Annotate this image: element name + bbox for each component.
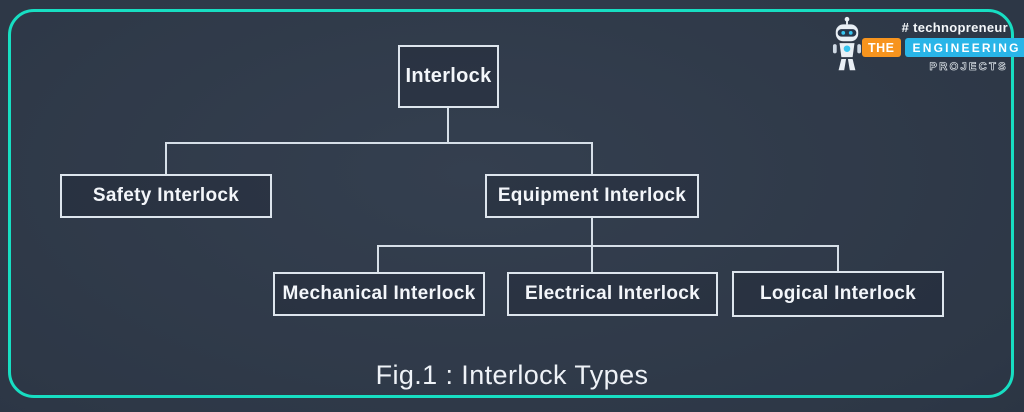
connector-line (591, 142, 593, 175)
node-interlock: Interlock (398, 45, 499, 108)
node-safety-interlock: Safety Interlock (60, 174, 272, 218)
connector-line (165, 142, 167, 175)
connector-line (377, 245, 379, 273)
connector-line (377, 245, 839, 247)
brand-name: THE ENGINEERING (862, 38, 1024, 57)
node-logical-interlock: Logical Interlock (732, 271, 944, 317)
connector-line (447, 107, 449, 143)
brand-word-projects: PROJECTS (929, 61, 1008, 74)
node-equipment-interlock: Equipment Interlock (485, 174, 699, 218)
brand-word-engineering: ENGINEERING (904, 38, 1024, 57)
connector-line (165, 142, 593, 144)
connector-line (591, 217, 593, 247)
node-electrical-interlock: Electrical Interlock (507, 272, 718, 316)
connector-line (837, 245, 839, 272)
brand-word-the: THE (862, 38, 901, 57)
robot-mascot-icon (830, 16, 864, 74)
figure-caption: Fig.1 : Interlock Types (375, 360, 649, 390)
brand-tagline: # technopreneur (901, 20, 1008, 35)
connector-line (591, 245, 593, 273)
brand-logo: # technopreneur THE ENGINEERING PROJECTS (828, 12, 1024, 82)
node-mechanical-interlock: Mechanical Interlock (273, 272, 485, 316)
